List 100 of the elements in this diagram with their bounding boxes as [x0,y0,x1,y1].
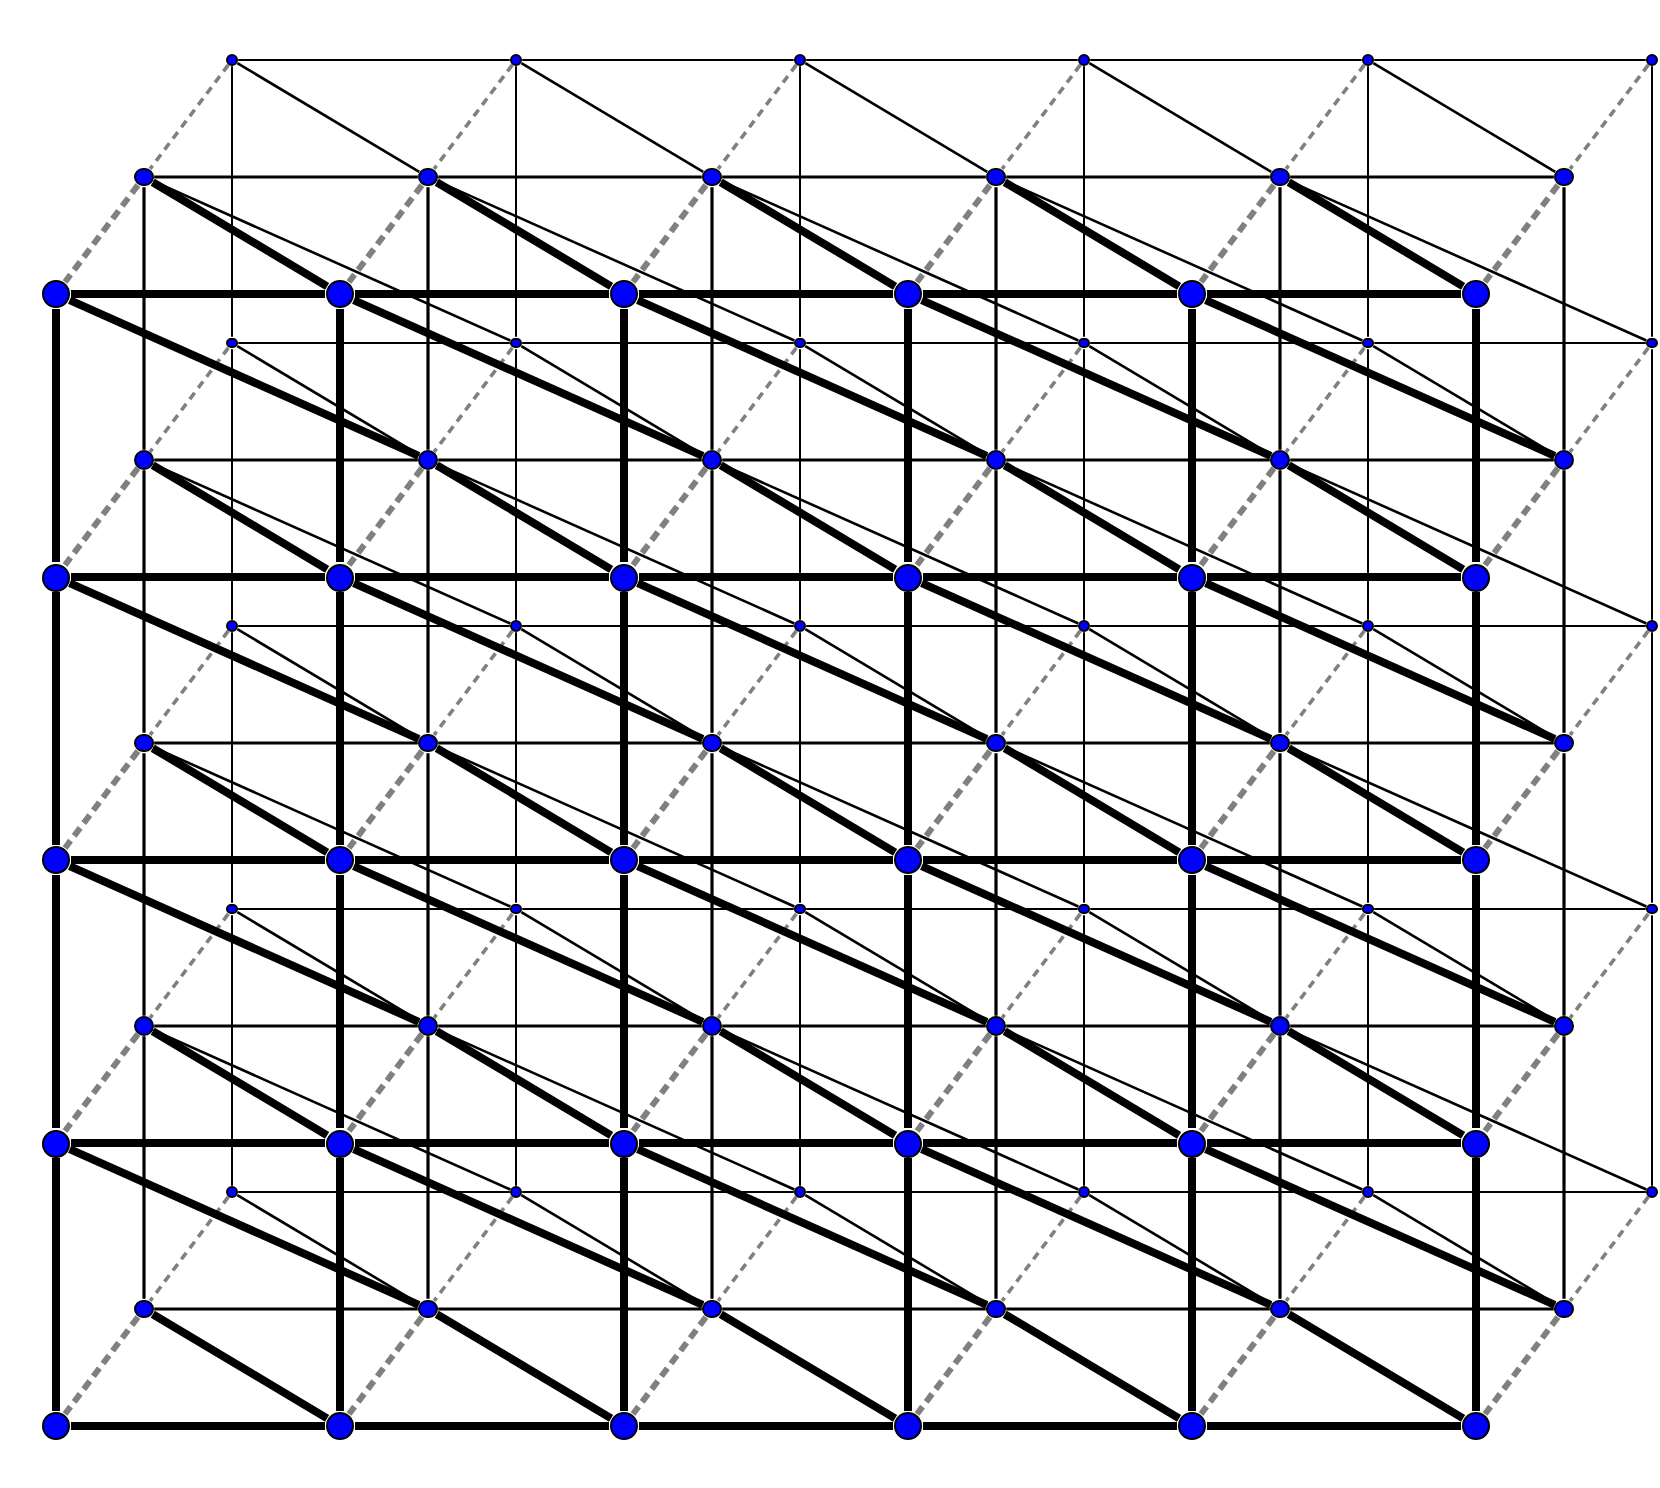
lattice-line [722,458,986,462]
lattice-line [1006,1307,1270,1311]
lattice-line [1290,458,1554,462]
lattice-line [639,290,893,298]
lattice-line [1204,1145,1557,1309]
lattice-line [718,178,898,290]
lattice-line [1006,175,1270,179]
lattice-line [1562,470,1566,733]
dashed-line [62,183,141,284]
lattice-line [904,875,912,1128]
lattice-line [434,461,614,573]
dashed-line [914,1032,993,1133]
lattice-line [1278,1036,1282,1299]
lattice-line [799,914,801,1187]
lattice-line [1373,1191,1647,1193]
lattice-line [1089,625,1363,627]
dashed-line [1198,749,1277,850]
lattice-line [434,1027,614,1139]
lattice-line [1290,741,1554,745]
lattice-line [639,1422,893,1430]
lattice-line [1290,1024,1554,1028]
lattice-line [636,862,989,1026]
dashed-line [1482,466,1561,567]
dashed-line [1000,346,1082,453]
dashed-line [716,1195,798,1302]
lattice-line [336,1158,344,1411]
lattice-line [799,65,801,338]
lattice-line [231,65,233,338]
dashed-line [1284,63,1366,170]
dashed-line [148,346,230,453]
lattice-line [438,741,702,745]
dashed-line [716,629,798,736]
lattice-line [710,187,714,450]
dashed-line [1000,1195,1082,1302]
lattice-line [1089,59,1363,61]
dashed-line [346,183,425,284]
lattice-line [1367,348,1369,621]
lattice-line [1083,914,1085,1187]
lattice-line [1002,1027,1182,1139]
lattice-line [355,1139,609,1147]
lattice-line [1207,573,1461,581]
lattice-line [799,631,801,904]
lattice-line [1089,908,1363,910]
lattice-line [620,592,628,845]
lattice-line [71,1422,325,1430]
lattice-line [355,1422,609,1430]
dashed-line [1568,629,1650,736]
lattice-line [805,59,1079,61]
lattice-line [639,1139,893,1147]
lattice-line [1207,856,1461,864]
lattice-line [1286,461,1466,573]
lattice-line [154,1024,418,1028]
lattice-line [438,175,702,179]
lattice-line [68,862,421,1026]
lattice-line [920,296,1273,460]
lattice-line [237,625,511,627]
lattice-line [1286,1027,1466,1139]
lattice-line [1204,296,1557,460]
dashed-line [432,629,514,736]
lattice-line [154,741,418,745]
dashed-line [1482,1032,1561,1133]
lattice-line [805,342,1079,344]
lattice-line [1372,62,1556,173]
dashed-line [1568,912,1650,1019]
lattice-line [1472,875,1480,1128]
lattice-line [68,296,421,460]
lattice-line [1373,59,1647,61]
lattice-line [639,573,893,581]
lattice-line [1188,592,1196,845]
dashed-line [1568,1195,1650,1302]
lattice-line [923,1139,1177,1147]
lattice-line [1290,1307,1554,1311]
lattice-line [994,470,998,733]
lattice-line [620,875,628,1128]
lattice-line [1286,178,1466,290]
dashed-line [1284,1195,1366,1302]
lattice-line [52,592,60,845]
lattice-line [150,461,330,573]
lattice-line [718,461,898,573]
lattice-line [150,744,330,856]
dashed-line [716,63,798,170]
lattice-line [521,1191,795,1193]
lattice-line [804,62,988,173]
lattice-line [231,631,233,904]
lattice-line [426,753,430,1016]
dashed-line [716,912,798,1019]
dashed-line [62,1032,141,1133]
lattice-line [150,1310,330,1422]
lattice-line [1367,65,1369,338]
lattice-line [1083,65,1085,338]
lattice-line [1204,862,1557,1026]
lattice-line [722,741,986,745]
lattice-line [515,348,517,621]
lattice-line [923,1422,1177,1430]
dashed-line [1198,183,1277,284]
lattice-line [352,1145,705,1309]
lattice-line [1006,1024,1270,1028]
lattice-line [1083,348,1085,621]
lattice-line [718,1310,898,1422]
lattice-line [1002,744,1182,856]
